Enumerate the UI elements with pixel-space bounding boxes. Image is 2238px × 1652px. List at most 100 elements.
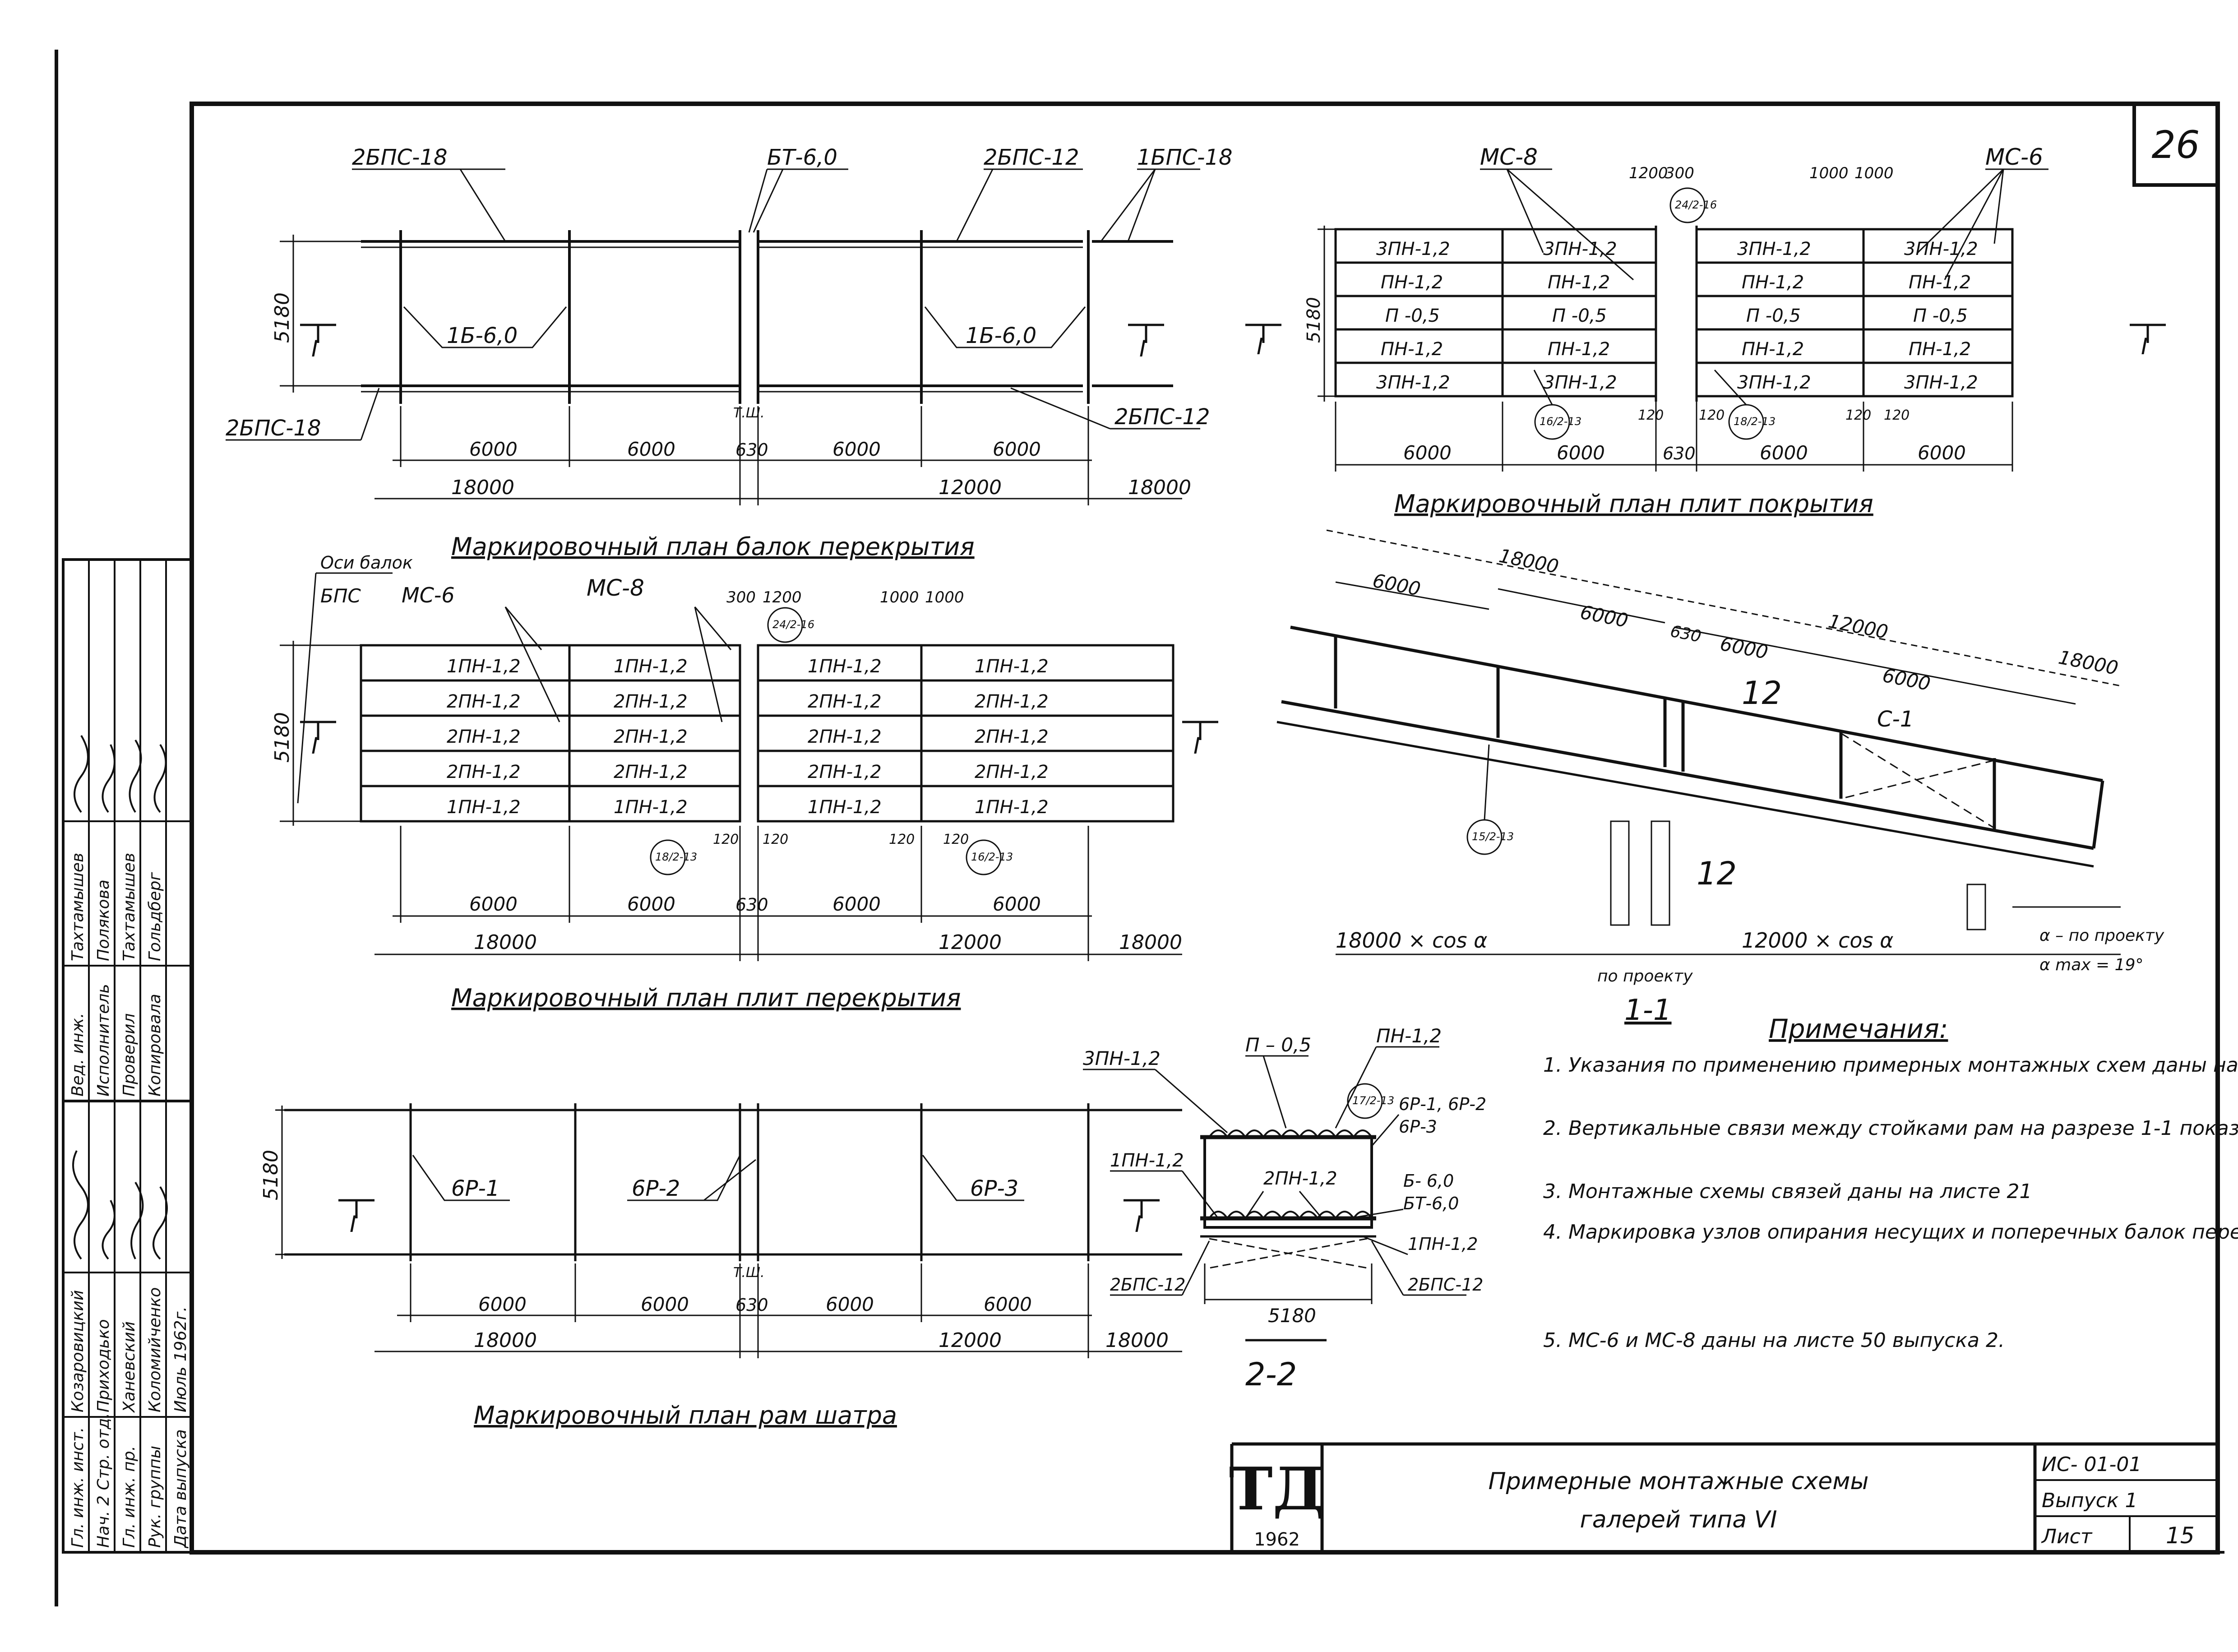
beam-label: 2БПС-12 bbox=[984, 145, 1079, 170]
section-1-1: 18000 6000 6000 630 12000 6000 6000 1800… bbox=[1276, 529, 2164, 1027]
stamp-name: Июль 1962г. bbox=[171, 1306, 190, 1412]
frame-label: 6Р-2 bbox=[632, 1176, 680, 1201]
dim: 6000 bbox=[469, 438, 518, 460]
frame-label: 6Р-1 bbox=[451, 1176, 499, 1201]
beam-label: 2БПС-12 bbox=[1114, 404, 1210, 430]
page-number-box: 26 bbox=[2132, 102, 2220, 187]
slab-label: ПН-1,2 bbox=[1742, 272, 1804, 293]
sheet-title: Примерные монтажные схемы bbox=[1489, 1468, 1869, 1495]
slab-label: 2ПН-1,2 bbox=[614, 762, 688, 782]
section-label: 1ПН-1,2 bbox=[1110, 1150, 1184, 1171]
dim-small: 120 bbox=[1699, 407, 1725, 423]
dim: 6000 bbox=[1918, 442, 1966, 464]
floor-label: 1000 bbox=[925, 588, 964, 606]
section-mark: I bbox=[2141, 333, 2148, 360]
dim-small: 120 bbox=[713, 832, 739, 847]
beam-label: 1Б-6,0 bbox=[447, 323, 518, 348]
section-2-2: 3ПН-1,2 П – 0,5 ПН-1,2 1ПН-1,2 2ПН-1,2 6… bbox=[1083, 1025, 1486, 1393]
frame-label: Т.Ш. bbox=[733, 1265, 764, 1281]
section-label: БТ-6,0 bbox=[1403, 1194, 1459, 1213]
slab-label: 3ПН-1,2 bbox=[1376, 372, 1450, 393]
stamp-name: Тахтамышев bbox=[120, 853, 139, 961]
stamp-row: Гл. инж. пр. Ханевский bbox=[120, 1321, 139, 1548]
note-item: 1. Указания по применению примерных монт… bbox=[1543, 1054, 2238, 1077]
alpha-note: α – по проекту bbox=[2039, 926, 2164, 945]
beam-label: 1БПС-18 bbox=[1137, 145, 1232, 170]
slab-label: 3ПН-1,2 bbox=[1904, 372, 1978, 393]
slab-label: 2ПН-1,2 bbox=[808, 691, 882, 712]
section-label: 12 bbox=[1742, 675, 1782, 712]
dim: 630 bbox=[735, 440, 768, 460]
sheet-title: галерей типа VI bbox=[1580, 1506, 1777, 1533]
dim-total: 18000 bbox=[1119, 931, 1182, 954]
note-item: 5. МС-6 и МС-8 даны на листе 50 выпуска … bbox=[1543, 1329, 2005, 1352]
slab-label: 2ПН-1,2 bbox=[447, 691, 521, 712]
dim-total: 18000 bbox=[1105, 1329, 1169, 1352]
dim: 6000 bbox=[832, 893, 881, 915]
stamp-role: Копировала bbox=[146, 994, 164, 1097]
floor-label: МС-6 bbox=[402, 583, 455, 607]
dim-small: 120 bbox=[1638, 407, 1664, 423]
section-mark: I bbox=[1139, 336, 1146, 362]
slab-label: 2ПН-1,2 bbox=[447, 727, 521, 747]
beam-label: 2БПС-18 bbox=[226, 416, 321, 441]
beam-label: 1Б-6,0 bbox=[966, 323, 1036, 348]
section-label: 12 bbox=[1697, 855, 1737, 892]
stamp-row: Исполнитель Полякова bbox=[94, 879, 113, 1097]
alpha-max: α max = 19° bbox=[2039, 956, 2143, 974]
stamp-row: Вед. инж. Тахтамышев bbox=[69, 853, 87, 1097]
stamp-role: Проверил bbox=[120, 1013, 139, 1097]
stamp-name: Приходько bbox=[94, 1319, 113, 1412]
stamp-name: Тахтамышев bbox=[69, 853, 87, 961]
section-label: 3ПН-1,2 bbox=[1083, 1047, 1161, 1069]
section-label: 2БПС-12 bbox=[1408, 1275, 1483, 1295]
stamp-role: Вед. инж. bbox=[69, 1013, 87, 1097]
dim: 6000 bbox=[478, 1293, 527, 1315]
slab-label: 1ПН-1,2 bbox=[975, 656, 1049, 677]
dim: 6000 bbox=[627, 438, 675, 460]
stamp-role: Дата выпуска bbox=[171, 1429, 190, 1549]
floor-label: 1000 bbox=[880, 588, 919, 606]
roof-label: 1200 bbox=[1629, 164, 1668, 182]
section-note: по проекту bbox=[1597, 967, 1693, 986]
dim: 6000 bbox=[469, 893, 518, 915]
slab-label: 2ПН-1,2 bbox=[975, 727, 1049, 747]
slab-label: 2ПН-1,2 bbox=[975, 762, 1049, 782]
plan-title: Маркировочный план плит покрытия bbox=[1394, 490, 1873, 518]
note-item: 4. Маркировка узлов опирания несущих и п… bbox=[1543, 1221, 2238, 1244]
slab-label: ПН-1,2 bbox=[1381, 272, 1443, 293]
frame-label: 6Р-3 bbox=[970, 1176, 1018, 1201]
dim: 6000 bbox=[993, 438, 1041, 460]
dim-side: 5180 bbox=[271, 712, 294, 763]
roof-label: МС-8 bbox=[1480, 144, 1538, 170]
slab-label: ПН-1,2 bbox=[1548, 339, 1610, 360]
section-mark: I bbox=[1257, 333, 1263, 360]
title-block: ТД 1962 Примерные монтажные схемы галере… bbox=[1229, 1442, 2218, 1552]
stamp-name: Гольдберг bbox=[146, 872, 164, 961]
dim-total: 12000 bbox=[939, 476, 1002, 499]
dim: 6000 bbox=[984, 1293, 1032, 1315]
callout: 17/2-13 bbox=[1352, 1094, 1394, 1107]
stamp-row: Рук. группы Коломийченко bbox=[146, 1287, 164, 1548]
section-bottom-dim: 18000 × cos α bbox=[1336, 928, 1487, 953]
dim: 630 bbox=[1663, 444, 1696, 463]
section-label: 6Р-3 bbox=[1399, 1117, 1437, 1137]
dim: 6000 bbox=[641, 1293, 689, 1315]
slab-label: П -0,5 bbox=[1746, 305, 1801, 326]
floor-label: Оси балок bbox=[320, 553, 413, 573]
section-label: 6Р-1, 6Р-2 bbox=[1399, 1094, 1486, 1114]
stamp-row: Копировала Гольдберг bbox=[146, 872, 164, 1097]
slab-label: 3ПН-1,2 bbox=[1737, 372, 1811, 393]
dim-total: 18000 bbox=[451, 476, 514, 499]
dim-total: 12000 bbox=[939, 1329, 1002, 1352]
dim: 6000 bbox=[832, 438, 881, 460]
stamp-name: Козаровицкий bbox=[69, 1290, 87, 1412]
stamp-name: Коломийченко bbox=[146, 1287, 164, 1412]
beam-label: БТ-6,0 bbox=[767, 145, 837, 170]
stamp-name: Ханевский bbox=[120, 1321, 139, 1413]
sheet-list-label: Лист bbox=[2041, 1525, 2093, 1548]
slab-label: П -0,5 bbox=[1385, 305, 1440, 326]
callout: 18/2-13 bbox=[1734, 415, 1776, 428]
stamp-role: Рук. группы bbox=[146, 1446, 164, 1548]
